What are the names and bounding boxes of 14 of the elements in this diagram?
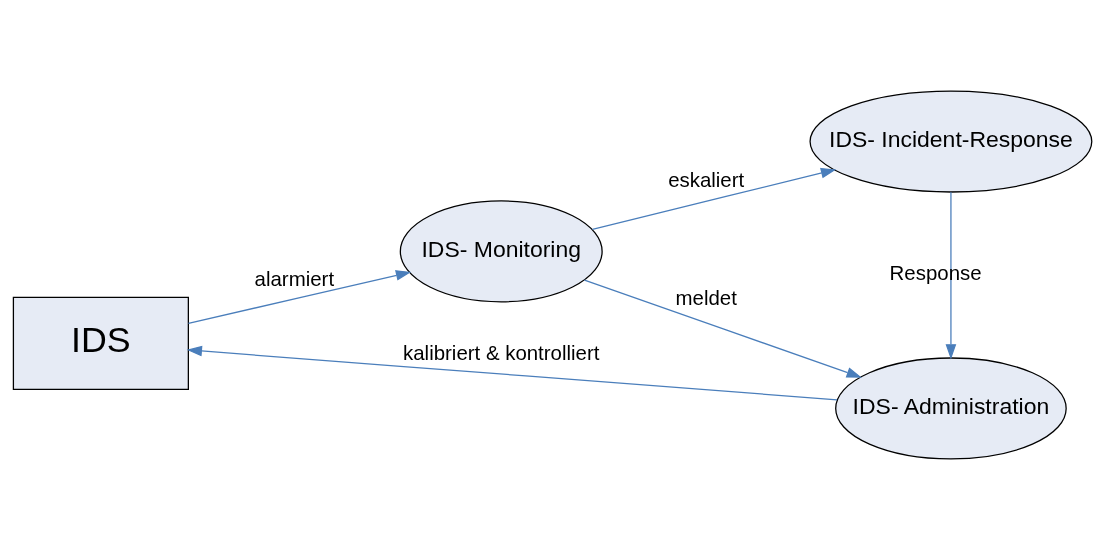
edge-label: Response: [889, 261, 982, 284]
edge-label: kalibriert & kontrolliert: [403, 341, 600, 364]
arrow: [583, 279, 862, 378]
arrow: [186, 345, 838, 400]
arrow: [945, 191, 957, 360]
edge-label: meldet: [675, 286, 737, 309]
node-ellipse: IDS- Administration: [835, 356, 1067, 460]
arrow: [591, 167, 837, 230]
node-box: IDS: [12, 296, 189, 390]
node-ellipse: IDS- Incident-Response: [809, 89, 1093, 193]
arrow: [187, 269, 412, 324]
node-ellipse: IDS- Monitoring: [399, 199, 603, 302]
edge-label: alarmiert: [254, 267, 335, 290]
edge-label: eskaliert: [668, 168, 745, 191]
